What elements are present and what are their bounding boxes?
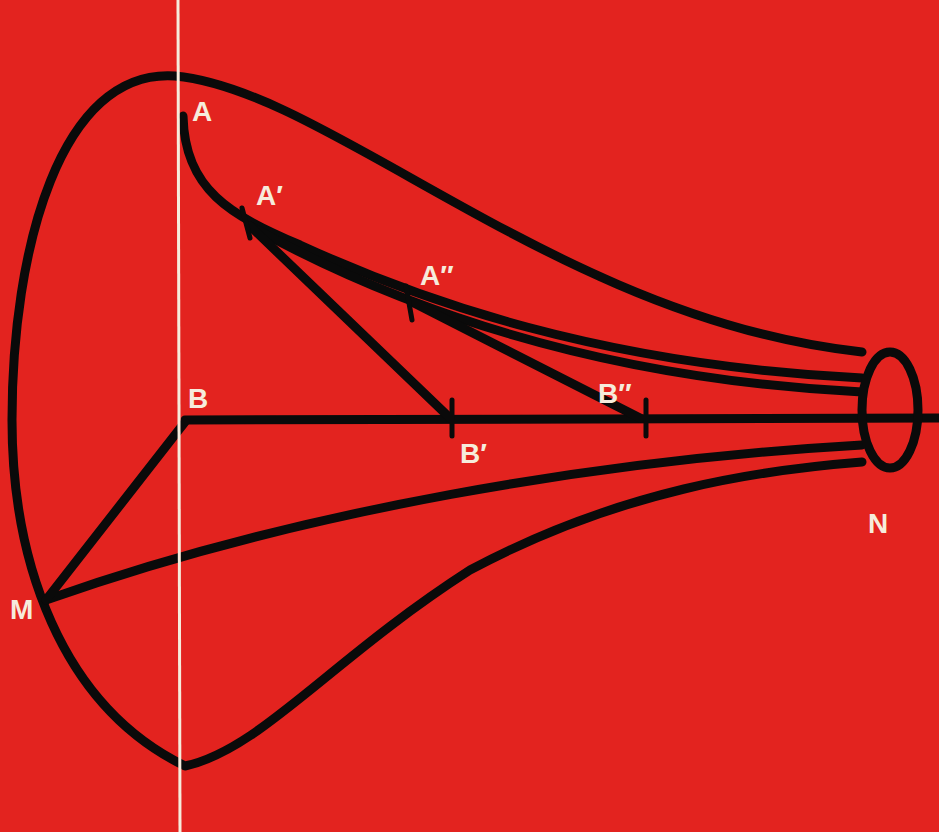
radius-line [46, 422, 185, 600]
tick [450, 400, 455, 436]
normal-line [250, 226, 450, 418]
tick [242, 208, 250, 238]
tick [406, 286, 412, 320]
point-label: B″ [598, 380, 632, 408]
normal-line [412, 302, 640, 418]
axis-line [185, 418, 939, 420]
point-label: B [188, 385, 208, 413]
point-label: A′ [256, 182, 283, 210]
lower-curve [46, 445, 862, 600]
point-label: M [10, 596, 33, 624]
mouth-ring [862, 352, 918, 468]
point-label: A [192, 98, 212, 126]
tick [644, 400, 649, 436]
point-label: N [868, 510, 888, 538]
point-label: B′ [460, 440, 487, 468]
point-label: A″ [420, 262, 454, 290]
vertical-axis [178, 0, 180, 832]
